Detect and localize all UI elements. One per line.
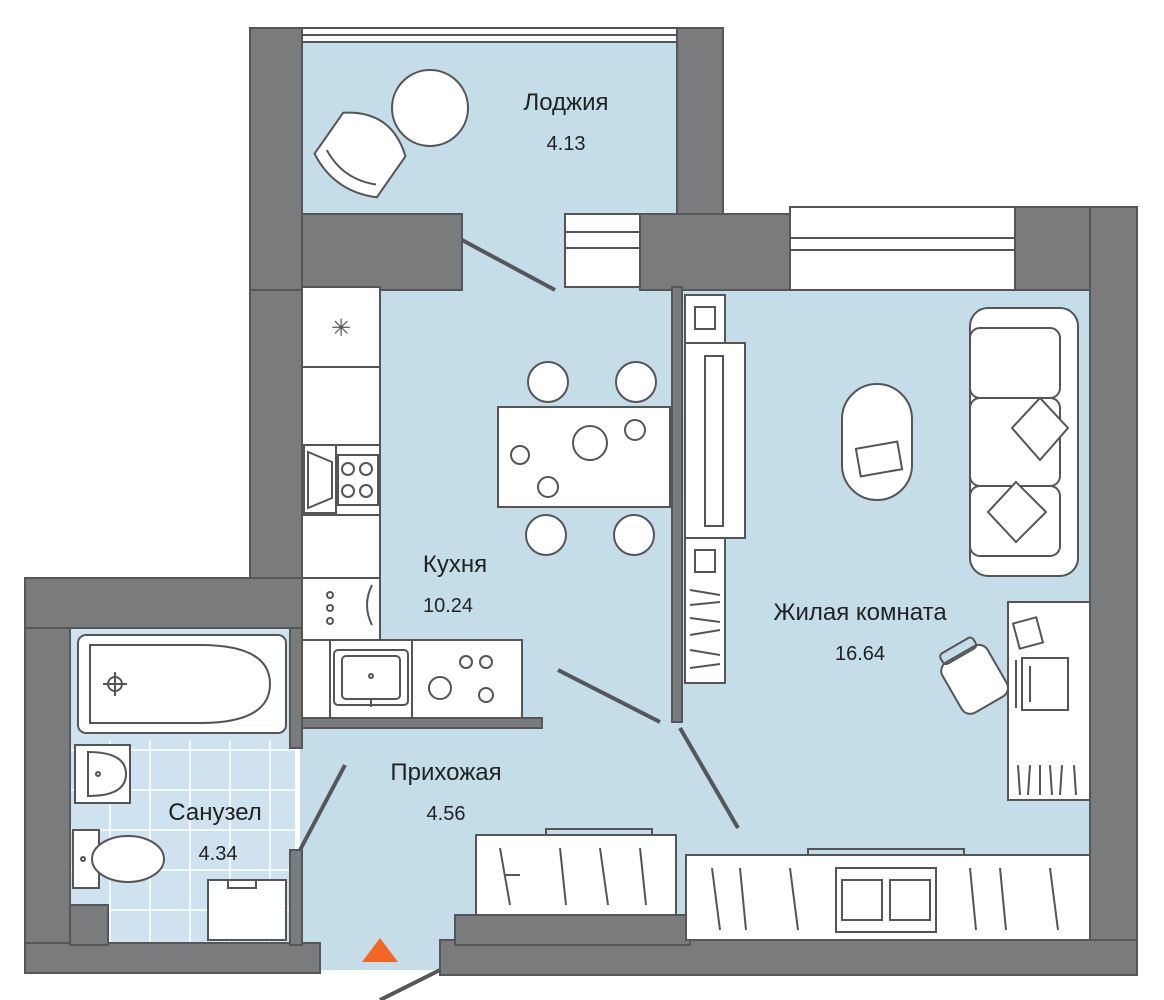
dining-table	[497, 406, 671, 508]
wall-kitchen-bottom	[301, 717, 543, 729]
kitchen-furniture: ✳	[301, 286, 671, 719]
room-bathroom-name: Санузел	[168, 799, 262, 826]
chair	[615, 361, 657, 403]
windows	[301, 27, 1016, 291]
wall-loggia-bottom	[301, 213, 463, 291]
room-bathroom-area: 4.34	[199, 843, 238, 865]
living-furniture	[684, 294, 1091, 801]
room-labels: Лоджия 4.13 Кухня 10.24 Жилая комната 16…	[168, 89, 947, 865]
loggia-chair	[313, 111, 407, 199]
pillow	[986, 480, 1048, 544]
wardrobe-living	[685, 854, 1091, 941]
shelf	[684, 294, 726, 344]
washing-machine	[207, 879, 287, 941]
entrance-triangle-icon	[362, 938, 398, 962]
door-bathroom	[298, 764, 347, 851]
room-hallway-name: Прихожая	[390, 759, 501, 786]
toilet	[72, 829, 165, 889]
desk-chair	[939, 636, 1009, 715]
room-loggia-name: Лоджия	[523, 89, 608, 116]
window-loggia	[301, 27, 678, 43]
wall-kitchen-window-right	[639, 213, 791, 291]
shelf	[684, 537, 726, 684]
wall-bath-niche	[69, 904, 109, 946]
loggia-furniture	[313, 69, 469, 199]
wall-left-upper	[249, 289, 303, 581]
wardrobes	[475, 828, 1091, 941]
dishwasher-icon	[326, 584, 373, 626]
room-hallway-area: 4.56	[427, 803, 466, 825]
wall-bath-partition	[289, 627, 303, 749]
sofa	[969, 307, 1079, 577]
hanger-icon	[499, 847, 1059, 931]
wall-kitchen-living	[671, 286, 683, 723]
walls	[24, 27, 1138, 976]
wall-entry-jamb	[454, 914, 691, 946]
stove-icon	[337, 454, 379, 506]
door-living	[678, 726, 740, 830]
bathroom-fixtures	[72, 634, 287, 941]
room-kitchen-name: Кухня	[423, 551, 487, 578]
laptop-icon	[1021, 657, 1069, 711]
door-kitchen	[557, 668, 661, 724]
dining-set	[497, 361, 671, 556]
wall-right	[1089, 206, 1138, 976]
pillow	[1010, 396, 1070, 462]
door-loggia	[461, 238, 556, 292]
desk	[1007, 601, 1091, 801]
chair	[613, 514, 655, 556]
wall-bath-partition-lower	[289, 849, 303, 946]
snowflake-icon: ✳	[331, 314, 351, 342]
window-kitchen	[564, 213, 641, 288]
sink-icon	[333, 649, 409, 707]
room-kitchen-area: 10.24	[423, 595, 473, 617]
washbasin	[74, 744, 131, 804]
window-living	[789, 206, 1016, 291]
wall-left-top	[24, 577, 303, 629]
wall-loggia-left	[249, 27, 303, 291]
chair	[527, 361, 569, 403]
chair	[525, 514, 567, 556]
door-entry	[379, 968, 441, 1000]
tv-cabinet	[684, 342, 746, 539]
coffee-table	[841, 383, 913, 501]
doors	[298, 238, 740, 1000]
wall-bottom-left	[24, 942, 321, 974]
room-living-name: Жилая комната	[773, 599, 947, 626]
loggia-table	[391, 69, 469, 147]
cooktop-icon	[428, 655, 494, 703]
hood-icon	[303, 444, 337, 514]
room-living-area: 16.64	[835, 643, 885, 665]
wall-left	[24, 577, 71, 974]
room-loggia-area: 4.13	[547, 133, 586, 155]
bathtub	[77, 634, 287, 734]
